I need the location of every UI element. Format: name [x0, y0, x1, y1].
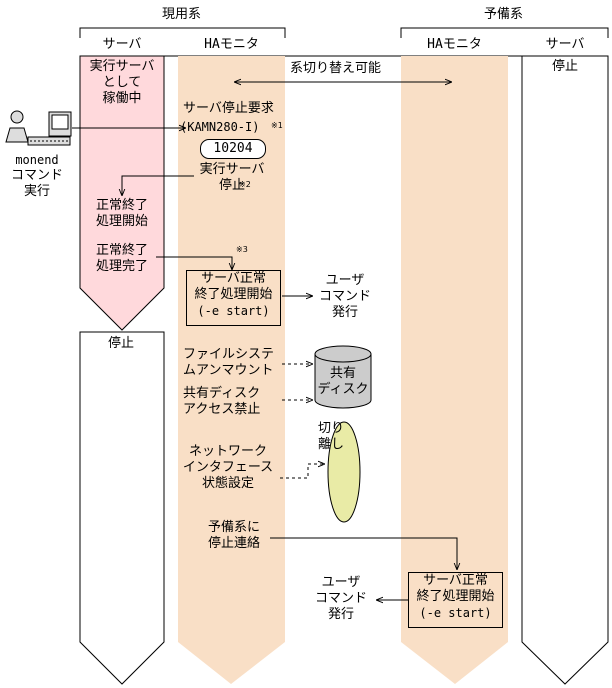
standby-ha-monitor-title: HAモニタ [427, 37, 482, 52]
active-server-stopped-lane [79, 331, 165, 685]
note-2: ※2 [239, 180, 251, 189]
switchable-label: 系切り替え可能 [290, 61, 382, 76]
stop-running-server-text: 実行サーバ 停止 [199, 162, 265, 193]
active-server-stopped: 停止 [108, 336, 135, 351]
shared-disk-text: 共有 ディスク [317, 366, 369, 397]
message-id-badge: 10204 [200, 139, 266, 159]
active-system-label: 現用系 [162, 7, 202, 22]
shared-disk-icon [314, 345, 372, 409]
server-normal-end-box: サーバ正常 終了処理開始 (-e start) [186, 270, 281, 326]
active-system-bracket [79, 27, 286, 38]
nic-state-text: ネットワーク インタフェース 状態設定 [182, 444, 274, 491]
stop-server-arrow [122, 175, 194, 196]
note-1: ※1 [271, 121, 283, 130]
access-ban-text: 共有ディスク アクセス禁止 [183, 386, 261, 417]
running-server-text: 実行サーバ として 稼働中 [89, 59, 155, 106]
detach-text: 切り 離し [318, 421, 345, 452]
normal-end-start-text: 正常終了 処理開始 [95, 198, 148, 229]
active-ha-monitor-title: HAモニタ [204, 37, 259, 52]
standby-server-normal-end-box: サーバ正常 終了処理開始 (-e start) [408, 572, 503, 628]
stop-request-label: サーバ停止要求 [183, 101, 274, 116]
nic-state-arrow [280, 464, 325, 479]
normal-end-done-text: 正常終了 処理完了 [95, 243, 148, 274]
standby-system-bracket [400, 27, 609, 38]
user-command-text: ユーザ コマンド 発行 [318, 273, 371, 320]
network-interface-icon [327, 421, 361, 523]
standby-server-stopped: 停止 [551, 59, 578, 74]
active-ha-monitor-lane [178, 56, 285, 684]
stop-request-code: (KAMN280-I) [180, 120, 260, 134]
monend-command-text: monend コマンド 実行 [10, 153, 63, 199]
user-terminal-icon [5, 110, 72, 146]
note-3: ※3 [236, 245, 248, 254]
standby-user-command-text: ユーザ コマンド 発行 [314, 575, 367, 622]
fs-unmount-text: ファイルシステ ムアンマウント [183, 347, 275, 378]
normal-end-done-arrow [156, 256, 232, 270]
active-server-title: サーバ [102, 37, 142, 52]
notify-standby-text: 予備系に 停止連絡 [207, 520, 260, 551]
standby-server-lane [521, 55, 609, 685]
notify-standby-arrow [270, 537, 457, 570]
standby-server-title: サーバ [545, 37, 585, 52]
standby-system-label: 予備系 [484, 7, 524, 22]
standby-ha-monitor-lane [401, 56, 508, 684]
